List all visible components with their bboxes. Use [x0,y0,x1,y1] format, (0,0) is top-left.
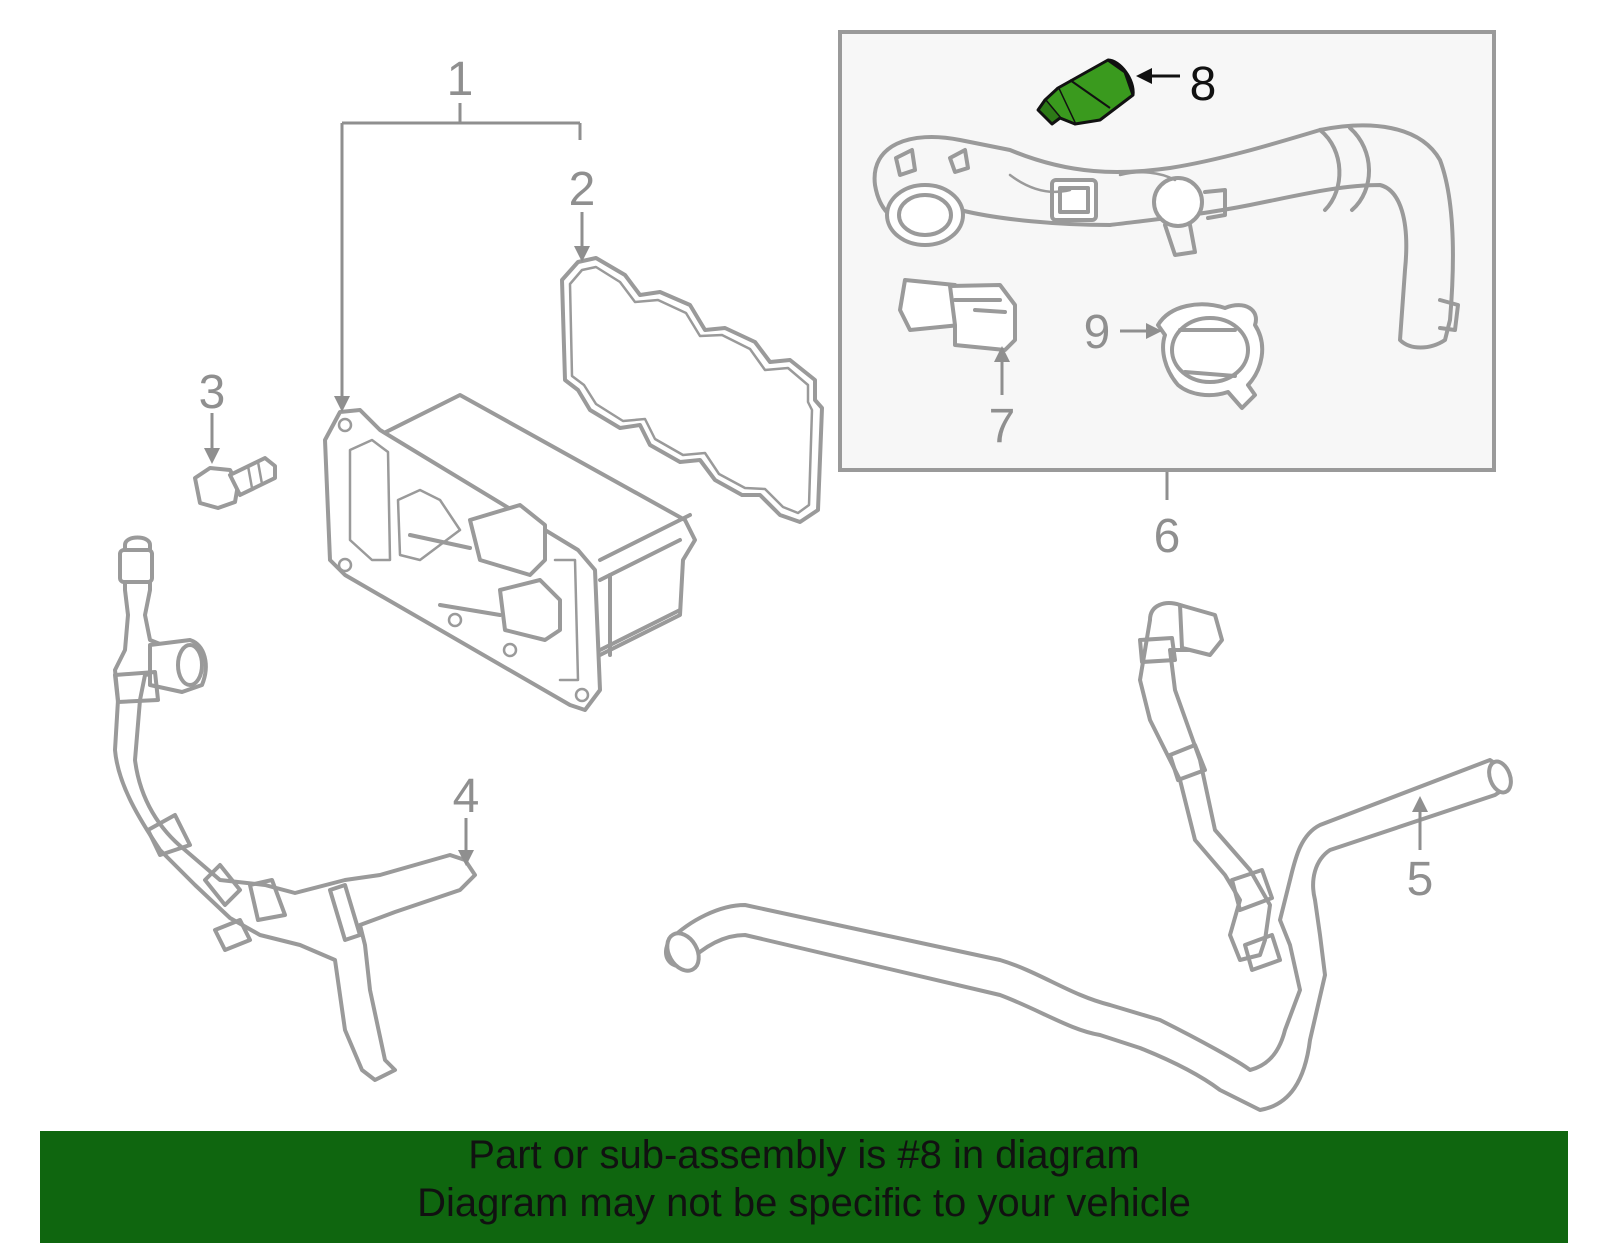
callout-8: 8 [1190,58,1217,111]
part-3-bolt[interactable] [193,456,277,510]
part-9-valve[interactable] [1156,302,1265,410]
part-8-sensor-highlighted[interactable] [1036,58,1135,126]
inset-box-assembly-6 [838,30,1496,472]
part-7-connector[interactable] [898,278,1017,352]
part-2-gasket[interactable] [560,256,824,524]
info-banner: Part or sub-assembly is #8 in diagram Di… [40,1131,1568,1243]
callout-5: 5 [1407,853,1434,906]
callout-leaders [204,68,1428,866]
callout-9: 9 [1084,306,1111,359]
callout-7: 7 [989,400,1016,453]
part-1-cooler[interactable] [323,393,697,712]
callout-1: 1 [447,53,474,106]
part-6-pipe[interactable] [872,123,1460,350]
part-5-hose[interactable] [661,601,1515,1112]
banner-line-2: Diagram may not be specific to your vehi… [417,1181,1191,1225]
callout-4: 4 [453,770,480,823]
part-4-hose[interactable] [113,535,477,1082]
callout-2: 2 [569,163,596,216]
callout-6: 6 [1154,510,1181,563]
callout-numbers: 1 2 3 4 5 6 7 8 9 [199,53,1434,906]
banner-line-1: Part or sub-assembly is #8 in diagram [468,1133,1140,1177]
callout-3: 3 [199,366,226,419]
